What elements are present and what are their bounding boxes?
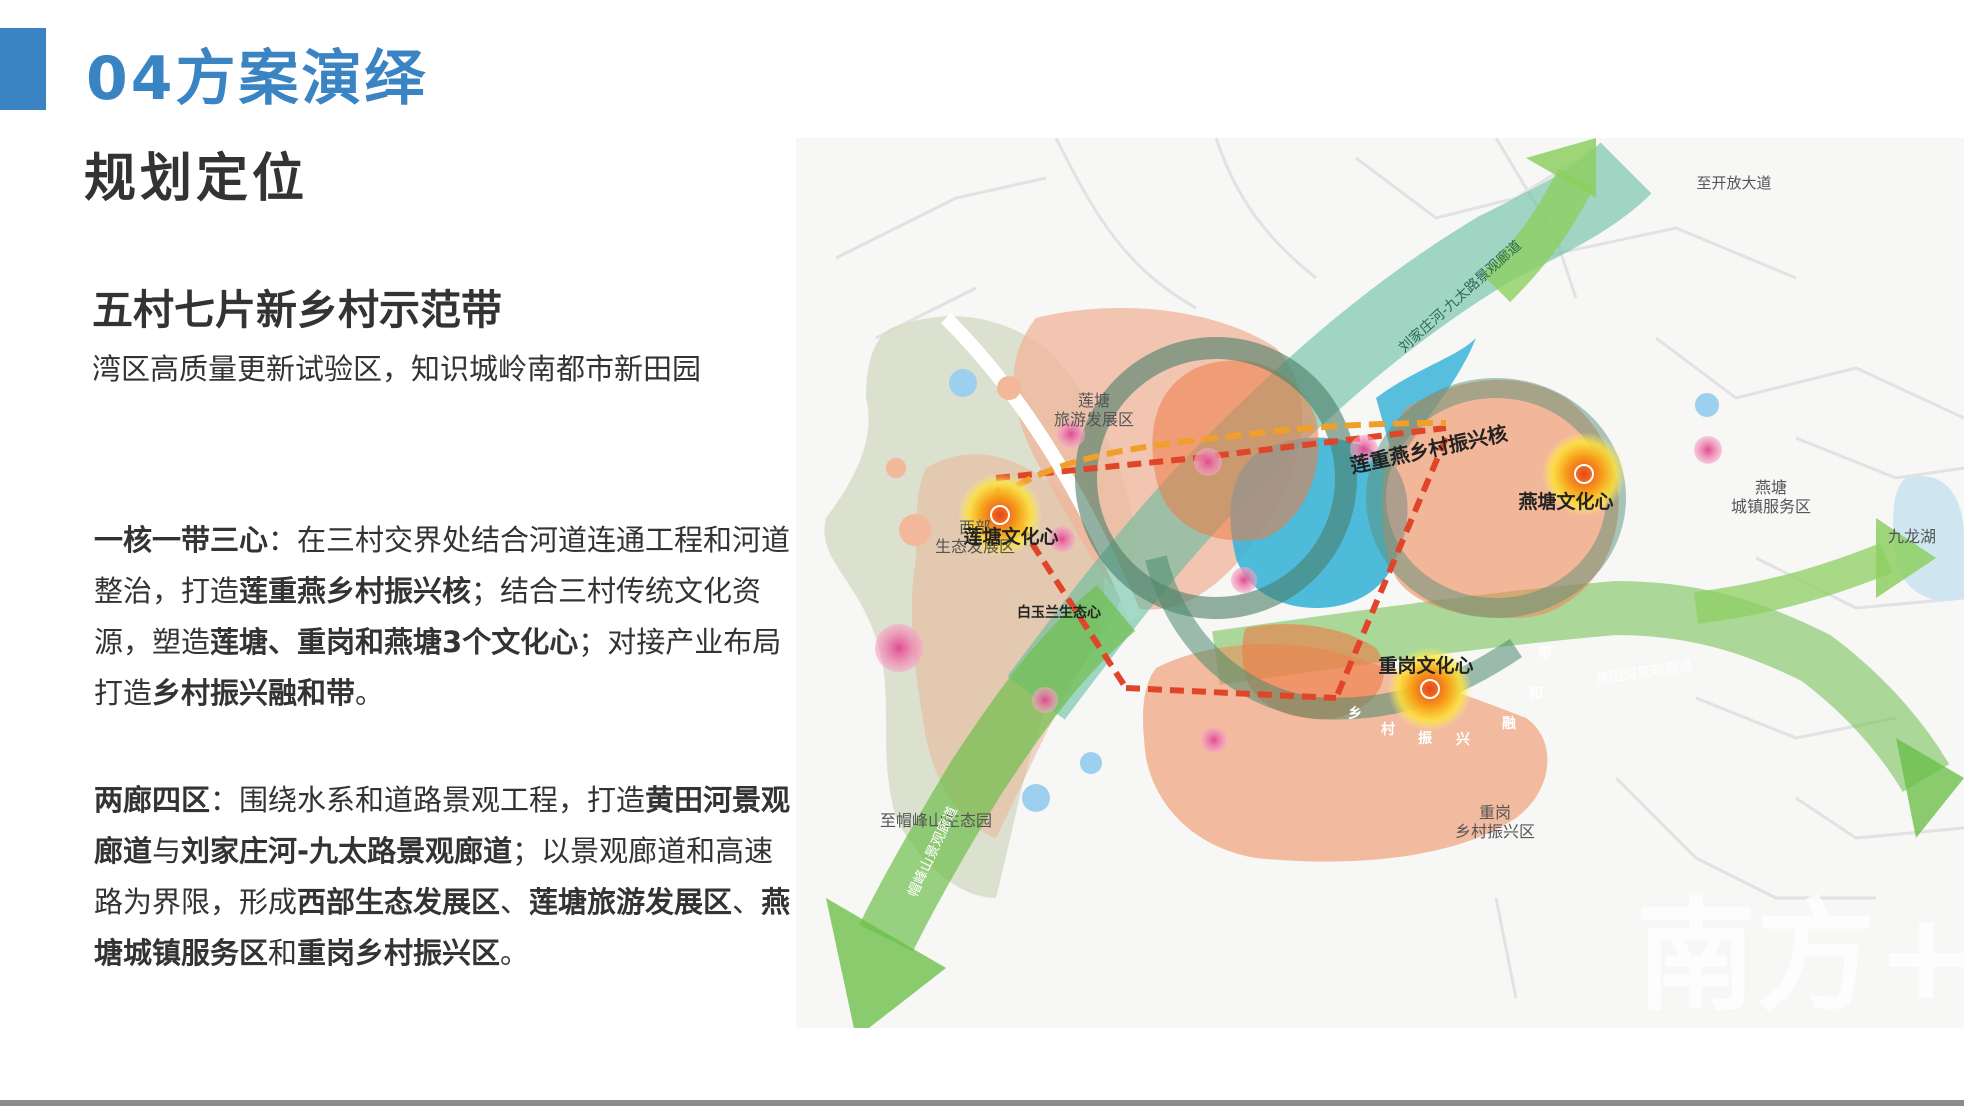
page-title: 规划定位 bbox=[84, 149, 309, 209]
huangtian-arrow bbox=[1896, 738, 1964, 838]
label-maofeng: 至帽峰山生态园 bbox=[880, 811, 992, 830]
pink-node-icon bbox=[1194, 448, 1222, 476]
block-subheading: 湾区高质量更新试验区，知识城岭南都市新田园 bbox=[92, 352, 702, 386]
core-band-line bbox=[994, 420, 1447, 501]
band-char: 振 bbox=[1418, 730, 1432, 747]
para1-text: ：在三村交界处结合河道连通工程和河道整治，打造 bbox=[94, 523, 791, 608]
chonggang-center-plus bbox=[1420, 679, 1440, 699]
band-char: 融 bbox=[1502, 715, 1516, 732]
street-grid bbox=[835, 137, 1964, 999]
huangtian-corridor bbox=[1212, 580, 1950, 793]
para2-keyword: 黄田河景观廊道 bbox=[94, 783, 791, 868]
band-char: 兴 bbox=[1456, 731, 1470, 748]
para2-text: 和 bbox=[268, 936, 298, 970]
paragraph-corridors-zones: 两廊四区：围绕水系和道路景观工程，打造黄田河景观廊道与刘家庄河-九太路景观廊道；… bbox=[94, 775, 794, 979]
pond-icon bbox=[1022, 784, 1050, 812]
pond-icon bbox=[949, 369, 977, 397]
para2-keyword: 西部生态发展区 bbox=[297, 885, 501, 919]
para1-text: ；结合三村传统文化资源，塑造 bbox=[94, 574, 762, 659]
planning-map: 至开放大道 刘家庄河-九太路景观廊道 莲塘 旅游发展区 莲重燕乡村振兴核 燕塘文… bbox=[796, 137, 1964, 1038]
para2-text: 与 bbox=[152, 834, 182, 868]
para2-keyword: 两廊四区 bbox=[94, 783, 211, 817]
pink-node-icon bbox=[1694, 436, 1722, 464]
watermark-logo: 南方+ bbox=[1636, 888, 1964, 1027]
pond-icon bbox=[1080, 752, 1102, 774]
pond-icon bbox=[1695, 393, 1719, 417]
orange-node-icon bbox=[997, 376, 1021, 400]
chonggang-center-marker bbox=[1388, 647, 1472, 731]
pink-node-icon bbox=[1057, 420, 1085, 448]
pink-node-icon bbox=[1231, 567, 1257, 593]
yantang-service-zone bbox=[1382, 379, 1619, 618]
west-ring bbox=[1075, 337, 1357, 619]
label-yantang-zone-l2: 城镇服务区 bbox=[1731, 497, 1811, 516]
jiulong-arrow bbox=[1876, 518, 1936, 598]
jiulong-corridor bbox=[1694, 543, 1892, 624]
label-chonggang-zone-l2: 乡村振兴区 bbox=[1455, 822, 1535, 841]
liantang-core-zone bbox=[1152, 360, 1319, 541]
baiyulan-eco-marker bbox=[875, 624, 923, 672]
label-chonggang-zone-l1: 重岗 bbox=[1479, 803, 1511, 822]
kaifang-corridor bbox=[1481, 169, 1594, 303]
orange-node-icon bbox=[899, 514, 931, 546]
para1-keyword: 乡村振兴融和带 bbox=[152, 676, 356, 710]
paragraph-core-band: 一核一带三心：在三村交界处结合河道连通工程和河道整治，打造莲重燕乡村振兴核；结合… bbox=[94, 515, 794, 719]
label-liantang-zone-l2: 旅游发展区 bbox=[1054, 410, 1134, 429]
band-char: 和 bbox=[1529, 686, 1543, 702]
para2-text: 、 bbox=[732, 885, 762, 919]
yantang-center-plus bbox=[1574, 464, 1594, 484]
band-char: 乡 bbox=[1348, 706, 1362, 722]
label-west-zone-l1: 西部 bbox=[959, 518, 991, 537]
band-char: 带 bbox=[1538, 646, 1552, 662]
label-liantang-zone-l1: 莲塘 bbox=[1078, 391, 1110, 410]
label-liantang-center: 莲塘文化心 bbox=[963, 525, 1058, 548]
para1-text: ；对接产业布局打造 bbox=[94, 625, 782, 710]
maofeng-arrow bbox=[826, 898, 946, 1038]
para2-text: 。 bbox=[500, 936, 530, 970]
bottom-rule bbox=[0, 1100, 1964, 1106]
pink-node-icon bbox=[1350, 435, 1378, 463]
maofeng-corridor bbox=[859, 584, 1136, 952]
pink-node-icon bbox=[1032, 687, 1058, 713]
para1-keyword: 一核一带三心 bbox=[94, 523, 269, 557]
label-kaifang: 至开放大道 bbox=[1696, 174, 1771, 192]
label-west-zone-l2: 生态发展区 bbox=[935, 537, 1015, 556]
label-jiulong: 九龙湖 bbox=[1888, 527, 1936, 546]
label-yantang-center: 燕塘文化心 bbox=[1518, 490, 1613, 513]
para2-keyword: 刘家庄河-九太路景观廊道 bbox=[181, 834, 513, 868]
accent-bar bbox=[0, 28, 46, 110]
para1-keyword: 莲重燕乡村振兴核 bbox=[239, 574, 472, 608]
para2-text: ；以景观廊道和高速路为界限，形成 bbox=[94, 834, 774, 919]
liantang-center-marker bbox=[958, 473, 1042, 557]
para2-text: ：围绕水系和道路景观工程，打造 bbox=[210, 783, 646, 817]
label-baiyulan: 白玉兰生态心 bbox=[1017, 604, 1101, 621]
para2-keyword: 燕塘城镇服务区 bbox=[94, 885, 791, 970]
band-char: 村 bbox=[1381, 721, 1395, 738]
para1-keyword: 莲塘、重岗和燕塘3个文化心 bbox=[210, 625, 579, 659]
pink-node-icon bbox=[1049, 526, 1075, 552]
para2-keyword: 重岗乡村振兴区 bbox=[297, 936, 501, 970]
orange-node-icon bbox=[886, 458, 906, 478]
pink-node-icon bbox=[1201, 727, 1227, 753]
para2-keyword: 莲塘旅游发展区 bbox=[529, 885, 733, 919]
liantang-center-plus bbox=[990, 505, 1010, 525]
kaifang-arrow bbox=[1526, 138, 1596, 198]
yantang-center-marker bbox=[1542, 432, 1626, 516]
block-heading: 五村七片新乡村示范带 bbox=[92, 286, 502, 334]
para2-text: 、 bbox=[500, 885, 530, 919]
label-chonggang-center: 重岗文化心 bbox=[1378, 654, 1473, 677]
section-title: 04方案演绎 bbox=[86, 44, 428, 114]
label-yantang-zone-l1: 燕塘 bbox=[1755, 478, 1787, 497]
para1-text: 。 bbox=[355, 676, 385, 710]
band-label: 乡 村 振 兴 融 和 带 bbox=[1348, 646, 1552, 748]
